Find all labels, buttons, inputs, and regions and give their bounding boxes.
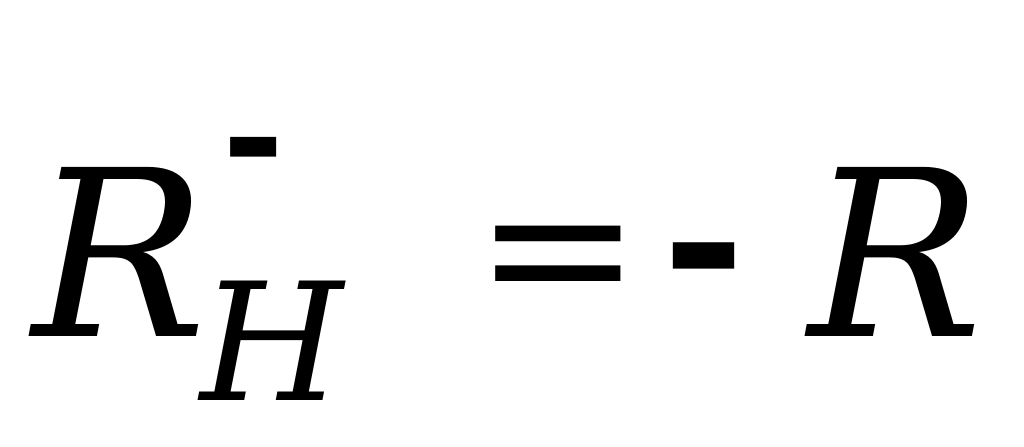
equals-sign: = bbox=[474, 131, 642, 364]
rhs-symbol: R bbox=[808, 121, 983, 391]
minus-sign: - bbox=[662, 122, 746, 357]
lhs-subscript: H bbox=[200, 248, 344, 439]
lhs-symbol: R bbox=[32, 121, 207, 391]
lhs-superscript: - bbox=[222, 47, 285, 223]
